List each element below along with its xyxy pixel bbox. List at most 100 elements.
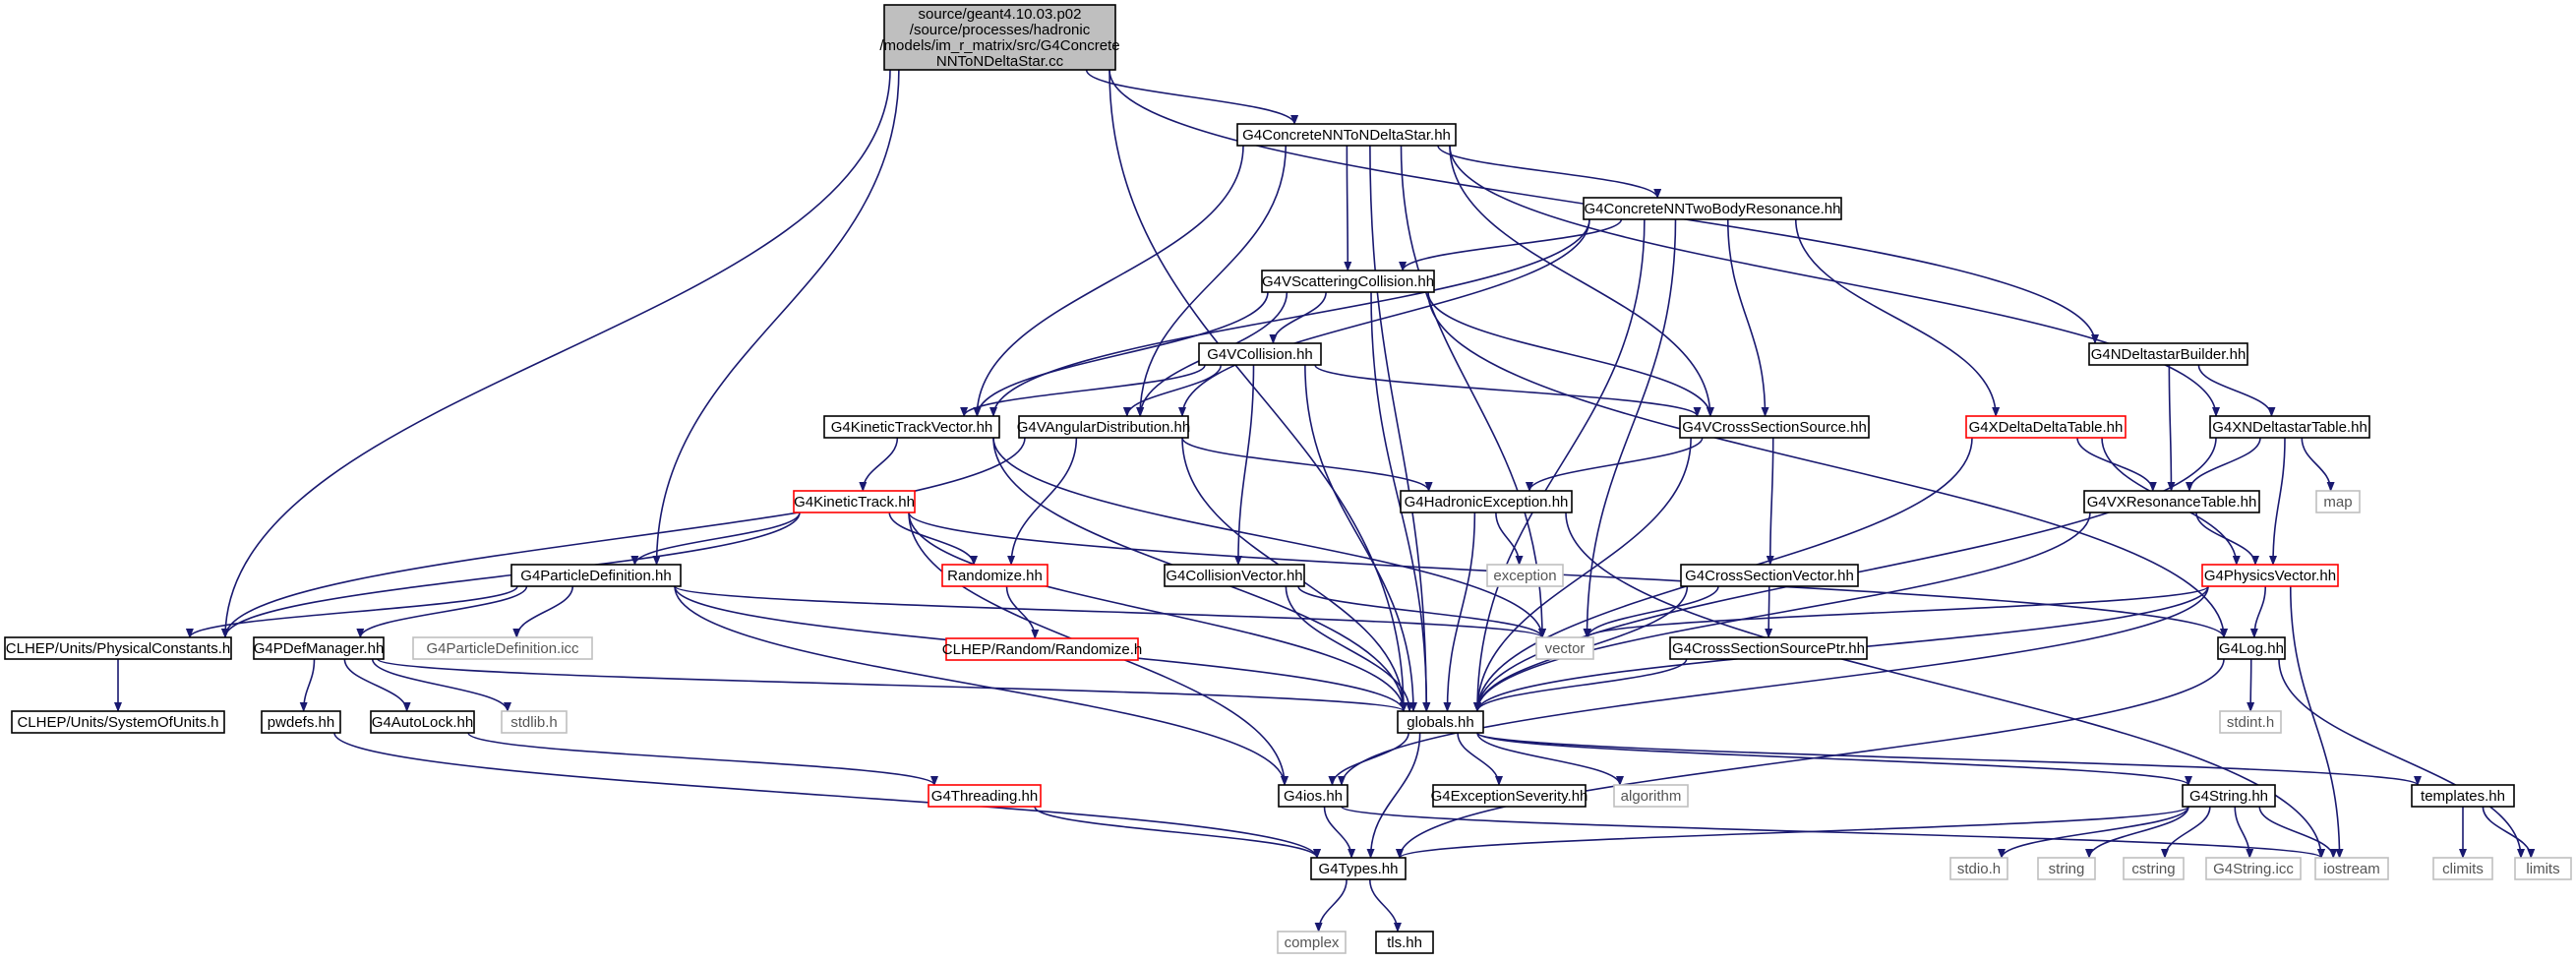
- edge-vcollision_hh-to-kinetic_track_vector_hh: [960, 364, 1206, 417]
- edge-globals_hh-to-exception_severity_hh: [1457, 732, 1503, 786]
- node-box: [945, 637, 1139, 661]
- node-particle_definition_hh[interactable]: G4ParticleDefinition.hh: [510, 564, 682, 587]
- node-label: G4ParticleDefinition.hh: [520, 568, 671, 584]
- edge-string_hh-to-string: [2085, 806, 2189, 859]
- node-box: [501, 710, 568, 734]
- node-label: tls.hh: [1387, 934, 1422, 951]
- node-box: [2083, 490, 2260, 513]
- edge-concrete_nn_twobody_hh-to-vector: [1583, 218, 1677, 638]
- edge-xndeltastar_table_hh-to-map: [2301, 437, 2335, 492]
- node-label: map: [2323, 494, 2352, 511]
- node-label: G4String.hh: [2189, 788, 2268, 805]
- node-label: string: [2049, 861, 2085, 877]
- node-clhep_physical_constants_h[interactable]: CLHEP/Units/PhysicalConstants.h: [4, 636, 232, 660]
- node-concrete_nn_ndeltastar_hh[interactable]: G4ConcreteNNToNDeltaStar.hh: [1236, 123, 1457, 147]
- node-globals_hh[interactable]: globals.hh: [1397, 710, 1484, 734]
- node-hadronic_exception_hh[interactable]: G4HadronicException.hh: [1400, 490, 1573, 513]
- edge-cross_section_source_ptr_hh-to-globals_hh: [1473, 658, 1688, 712]
- edge-kinetic_track_hh-to-randomize_hh: [888, 512, 979, 566]
- edge-hadronic_exception_hh-to-exception: [1495, 512, 1524, 566]
- node-label: Randomize.hh: [947, 568, 1043, 584]
- node-box: [2209, 415, 2370, 439]
- node-concrete_nn_twobody_hh[interactable]: G4ConcreteNNTwoBodyResonance.hh: [1583, 197, 1842, 220]
- node-box: [1949, 857, 2008, 880]
- node-box: [1375, 931, 1434, 954]
- node-xdeltadelta_table_hh[interactable]: G4XDeltaDeltaTable.hh: [1965, 415, 2127, 439]
- node-root[interactable]: source/geant4.10.03.p02/source/processes…: [879, 4, 1120, 71]
- edge-pwdefs_hh-to-types_hh: [333, 732, 1321, 859]
- node-types_hh[interactable]: G4Types.hh: [1310, 857, 1407, 880]
- edge-particle_definition_hh-to-pdef_manager_hh: [356, 585, 528, 638]
- node-stdlib_h: stdlib.h: [501, 710, 568, 734]
- edge-templates_hh-to-limits: [2482, 806, 2536, 859]
- edge-kinetic_track_hh-to-particle_definition_hh: [630, 512, 801, 566]
- node-box: [2037, 857, 2096, 880]
- node-cross_section_source_ptr_hh[interactable]: G4CrossSectionSourcePtr.hh: [1669, 636, 1868, 660]
- node-collision_vector_hh[interactable]: G4CollisionVector.hh: [1164, 564, 1305, 587]
- node-templates_hh[interactable]: templates.hh: [2411, 784, 2515, 808]
- edge-vscattering_collision_hh-to-vcollision_hh: [1269, 291, 1327, 344]
- node-label: G4VScatteringCollision.hh: [1262, 273, 1434, 290]
- edge-vxresonance_table_hh-to-globals_hh: [1473, 512, 2091, 712]
- node-label: limits: [2526, 861, 2559, 877]
- edge-vangular_distribution_hh-to-hadronic_exception_hh: [1181, 437, 1433, 492]
- node-exception_severity_hh[interactable]: G4ExceptionSeverity.hh: [1431, 784, 1588, 808]
- node-box: [2315, 490, 2361, 513]
- node-cross_section_vector_hh[interactable]: G4CrossSectionVector.hh: [1680, 564, 1859, 587]
- node-randomize_hh[interactable]: Randomize.hh: [941, 564, 1048, 587]
- node-pdef_manager_hh[interactable]: G4PDefManager.hh: [253, 636, 385, 660]
- edge-root-to-globals_hh: [1108, 69, 1408, 712]
- node-tls_hh[interactable]: tls.hh: [1375, 931, 1434, 954]
- node-vxresonance_table_hh[interactable]: G4VXResonanceTable.hh: [2083, 490, 2260, 513]
- node-box: [2314, 857, 2389, 880]
- node-stdint_h: stdint.h: [2219, 710, 2282, 734]
- node-box: [883, 4, 1116, 71]
- node-box: [1432, 784, 1587, 808]
- node-box: [1535, 636, 1594, 660]
- node-xndeltastar_table_hh[interactable]: G4XNDeltastarTable.hh: [2209, 415, 2370, 439]
- node-clhep_random_randomize_h[interactable]: CLHEP/Random/Randomize.h: [942, 637, 1142, 661]
- node-autolock_hh[interactable]: G4AutoLock.hh: [370, 710, 475, 734]
- node-box: [823, 415, 1000, 439]
- node-vcross_section_source_hh[interactable]: G4VCrossSectionSource.hh: [1679, 415, 1870, 439]
- node-pwdefs_hh[interactable]: pwdefs.hh: [261, 710, 341, 734]
- node-vangular_distribution_hh[interactable]: G4VAngularDistribution.hh: [1017, 415, 1190, 439]
- node-string_hh[interactable]: G4String.hh: [2182, 784, 2276, 808]
- node-vscattering_collision_hh[interactable]: G4VScatteringCollision.hh: [1261, 270, 1435, 293]
- node-physics_vector_hh[interactable]: G4PhysicsVector.hh: [2201, 564, 2339, 587]
- edge-types_hh-to-complex: [1314, 878, 1348, 933]
- edge-concrete_nn_ndeltastar_hh-to-concrete_nn_twobody_hh: [1437, 145, 1662, 199]
- node-label: G4XDeltaDeltaTable.hh: [1969, 419, 2124, 436]
- node-ndeltastar_builder_hh[interactable]: G4NDeltastarBuilder.hh: [2088, 342, 2248, 366]
- node-ios_hh[interactable]: G4ios.hh: [1278, 784, 1348, 808]
- node-kinetic_track_hh[interactable]: G4KineticTrack.hh: [793, 490, 916, 513]
- node-box: [2219, 710, 2282, 734]
- node-label: CLHEP/Units/PhysicalConstants.h: [6, 640, 230, 657]
- node-label: G4Types.hh: [1319, 861, 1399, 877]
- node-threading_hh[interactable]: G4Threading.hh: [928, 784, 1042, 808]
- node-box: [1965, 415, 2127, 439]
- edge-vcollision_hh-to-vangular_distribution_hh: [1122, 364, 1223, 417]
- edge-root-to-clhep_physical_constants_h: [221, 69, 891, 638]
- node-string_icc: G4String.icc: [2205, 857, 2302, 880]
- node-label: source/geant4.10.03.p02: [919, 6, 1082, 23]
- node-log_hh[interactable]: G4Log.hh: [2217, 636, 2286, 660]
- node-box: [2217, 636, 2286, 660]
- node-kinetic_track_vector_hh[interactable]: G4KineticTrackVector.hh: [823, 415, 1000, 439]
- node-box: [370, 710, 475, 734]
- node-label: cstring: [2131, 861, 2175, 877]
- node-vcollision_hh[interactable]: G4VCollision.hh: [1198, 342, 1322, 366]
- node-box: [2411, 784, 2515, 808]
- node-label: exception: [1493, 568, 1556, 584]
- edge-physics_vector_hh-to-log_hh: [2249, 585, 2267, 638]
- node-label: algorithm: [1621, 788, 1682, 805]
- edge-vcross_section_source_hh-to-cross_section_vector_hh: [1766, 437, 1774, 566]
- node-clhep_system_of_units_h[interactable]: CLHEP/Units/SystemOfUnits.h: [11, 710, 225, 734]
- edge-vscattering_collision_hh-to-vcross_section_source_hh: [1427, 291, 1714, 417]
- edge-log_hh-to-limits: [2278, 658, 2525, 859]
- edge-vangular_distribution_hh-to-randomize_hh: [1007, 437, 1078, 566]
- node-box: [1679, 415, 1870, 439]
- node-label: /source/processes/hadronic: [910, 22, 1091, 38]
- edge-xdeltadelta_table_hh-to-vxresonance_table_hh: [2076, 437, 2157, 492]
- node-label: G4AutoLock.hh: [372, 714, 473, 731]
